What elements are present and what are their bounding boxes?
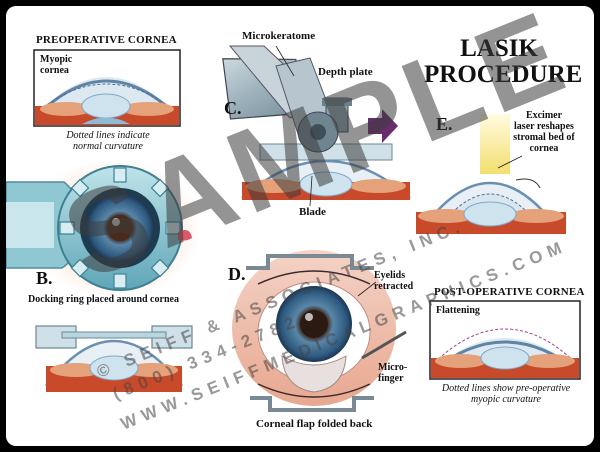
preoperative-caption: Dotted lines indicate normal curvature [34,130,182,152]
step-b-letter: B. [36,268,53,288]
title: LASIK PROCEDURE [424,35,583,88]
docking-ring-caption: Docking ring placed around cornea [28,294,179,305]
microfinger-line-2: finger [378,373,404,384]
excimer-laser-label: Excimer laser reshapes stromal bed of co… [506,110,582,154]
title-line-1: LASIK [460,35,538,62]
illustration-canvas [6,45,581,412]
preoperative-heading: PREOPERATIVE CORNEA [36,34,177,46]
laser-line-4: cornea [529,143,559,154]
step-d-letter: D. [228,264,246,284]
postoperative-heading: POST-OPERATIVE CORNEA [434,286,585,298]
preop-caption-line-1: Dotted lines indicate [66,130,150,141]
microfinger-line-1: Micro- [378,362,408,373]
step-c-letter: C. [224,98,242,118]
myopic-cornea-label: Myopic cornea [40,54,72,76]
excimer-laser-illustration [416,114,566,234]
preoperative-panel [33,49,181,127]
microkeratome-label: Microkeratome [242,30,316,42]
eyelids-line-2: retracted [374,281,414,292]
depth-plate-label: Depth plate [318,66,373,78]
docking-ring-illustration [6,158,202,298]
postop-caption-line-1: Dotted lines show pre-operative [441,383,571,394]
eyelids-line-1: Eyelids [374,270,406,281]
laser-line-2: laser reshapes [514,121,574,132]
postoperative-panel [429,300,581,380]
next-step-arrow [368,109,398,143]
flap-folded-eye [232,250,407,412]
microfinger-label: Micro- finger [378,362,407,384]
flap-caption: Corneal flap folded back [256,418,373,430]
myopic-label-line-2: cornea [40,65,69,76]
docking-cross-section [35,325,193,392]
postop-caption-line-2: myopic curvature [471,394,541,405]
postoperative-caption: Dotted lines show pre-operative myopic c… [426,383,586,405]
flattening-label: Flattening [436,305,480,316]
laser-line-3: stromal bed of [513,132,575,143]
step-e-letter: E. [436,114,453,134]
blade-label: Blade [299,206,326,218]
preop-caption-line-2: normal curvature [73,141,143,152]
lasik-diagram: LASIK PROCEDURE PREOPERATIVE CORNEA Myop… [6,6,594,446]
eyelids-label: Eyelids retracted [374,270,413,292]
title-line-2: PROCEDURE [424,61,583,88]
microkeratome-illustration [222,45,411,207]
myopic-label-line-1: Myopic [40,54,73,65]
laser-line-1: Excimer [525,110,563,121]
